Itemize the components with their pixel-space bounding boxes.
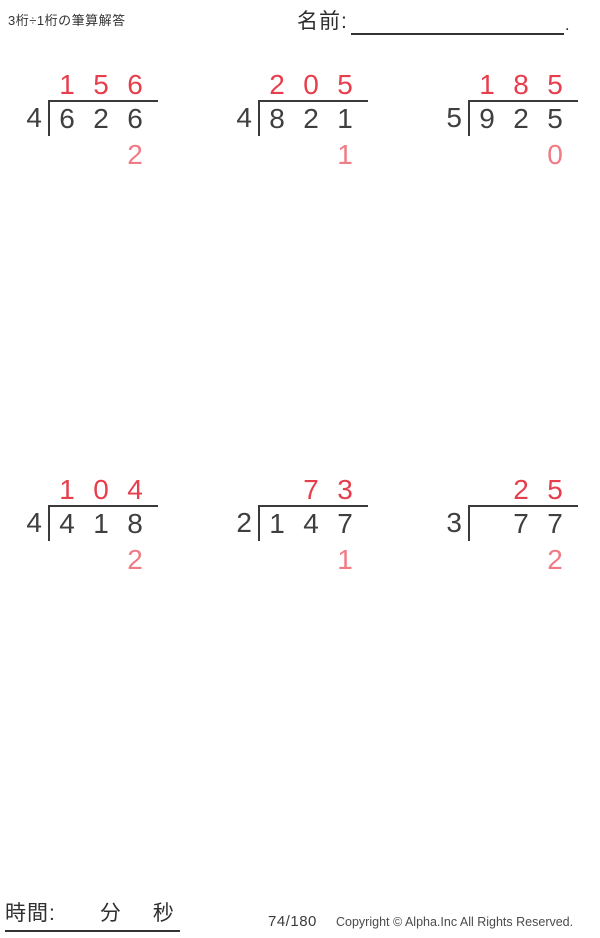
quotient-digit: 0 bbox=[93, 474, 109, 505]
quotient-row: 1 5 6 bbox=[50, 69, 158, 100]
quotient-digit: 5 bbox=[547, 474, 563, 505]
division-body: 3 7 7 bbox=[438, 505, 578, 541]
remainder: 2 bbox=[547, 544, 563, 575]
division-body: 5 9 2 5 bbox=[438, 100, 578, 136]
time-label: 時間: bbox=[5, 902, 56, 925]
dividend-digit: 7 bbox=[513, 508, 529, 539]
division-bracket: 9 2 5 bbox=[468, 100, 578, 136]
division-bracket: 7 7 bbox=[468, 505, 578, 541]
quotient-digit: 2 bbox=[513, 474, 529, 505]
division-bracket: 8 2 1 bbox=[258, 100, 368, 136]
quotient-digit: 5 bbox=[337, 69, 353, 100]
quotient-digit: 8 bbox=[513, 69, 529, 100]
remainder: 1 bbox=[337, 544, 353, 575]
division-bracket: 6 2 6 bbox=[48, 100, 158, 136]
name-line-period: . bbox=[564, 14, 570, 34]
quotient-digit: 5 bbox=[547, 69, 563, 100]
dividend-digit: 7 bbox=[547, 508, 563, 539]
dividend-digit: 6 bbox=[127, 103, 143, 134]
name-blank-line bbox=[350, 10, 564, 35]
divisor: 4 bbox=[26, 102, 42, 133]
divisor: 4 bbox=[236, 102, 252, 133]
divisor: 2 bbox=[236, 507, 252, 538]
remainder-row: 2 bbox=[50, 139, 158, 170]
divisor: 4 bbox=[26, 507, 42, 538]
remainder-row: 2 bbox=[50, 544, 158, 575]
quotient-row: 7 3 bbox=[260, 474, 368, 505]
remainder: 2 bbox=[127, 544, 143, 575]
quotient-digit: 7 bbox=[303, 474, 319, 505]
division-problem-4: 1 0 4 4 4 1 8 2 bbox=[18, 474, 158, 575]
quotient-digit: 5 bbox=[93, 69, 109, 100]
quotient-digit: 1 bbox=[479, 69, 495, 100]
dividend-digit: 2 bbox=[303, 103, 319, 134]
division-problem-6: 2 5 3 7 7 2 bbox=[438, 474, 578, 575]
copyright-text: Copyright © Alpha.Inc All Rights Reserve… bbox=[336, 915, 574, 929]
quotient-digit: 3 bbox=[337, 474, 353, 505]
division-problem-2: 2 0 5 4 8 2 1 1 bbox=[228, 69, 368, 170]
minutes-label: 分 bbox=[99, 902, 121, 925]
division-bracket: 1 4 7 bbox=[258, 505, 368, 541]
division-body: 4 4 1 8 bbox=[18, 505, 158, 541]
dividend-digit: 1 bbox=[337, 103, 353, 134]
dividend-digit: 9 bbox=[479, 103, 495, 134]
quotient-row: 1 0 4 bbox=[50, 474, 158, 505]
dividend-digit: 2 bbox=[93, 103, 109, 134]
dividend-digit: 8 bbox=[127, 508, 143, 539]
division-body: 4 6 2 6 bbox=[18, 100, 158, 136]
remainder-row: 0 bbox=[470, 139, 578, 170]
name-label: 名前: bbox=[297, 10, 348, 33]
divisor: 5 bbox=[446, 102, 462, 133]
remainder-row: 1 bbox=[260, 139, 368, 170]
quotient-digit: 2 bbox=[269, 69, 285, 100]
division-problem-1: 1 5 6 4 6 2 6 2 bbox=[18, 69, 158, 170]
quotient-row: 2 0 5 bbox=[260, 69, 368, 100]
remainder: 1 bbox=[337, 139, 353, 170]
quotient-digit: 0 bbox=[303, 69, 319, 100]
division-body: 2 1 4 7 bbox=[228, 505, 368, 541]
quotient-digit: 6 bbox=[127, 69, 143, 100]
dividend-digit: 8 bbox=[269, 103, 285, 134]
name-field: 名前: . bbox=[297, 5, 570, 35]
divisor: 3 bbox=[446, 507, 462, 538]
remainder: 0 bbox=[547, 139, 563, 170]
dividend-digit: 5 bbox=[547, 103, 563, 134]
remainder-row: 2 bbox=[470, 544, 578, 575]
quotient-row: 1 8 5 bbox=[470, 69, 578, 100]
quotient-row: 2 5 bbox=[470, 474, 578, 505]
dividend-digit: 1 bbox=[93, 508, 109, 539]
division-problem-3: 1 8 5 5 9 2 5 0 bbox=[438, 69, 578, 170]
dividend-digit: 6 bbox=[59, 103, 75, 134]
dividend-digit: 7 bbox=[337, 508, 353, 539]
quotient-digit: 1 bbox=[59, 69, 75, 100]
remainder: 2 bbox=[127, 139, 143, 170]
page-indicator: 74/180 bbox=[268, 913, 317, 930]
quotient-digit bbox=[260, 475, 294, 505]
page-title: 3桁÷1桁の筆算解答 bbox=[8, 13, 126, 28]
quotient-digit: 1 bbox=[59, 474, 75, 505]
dividend-digit bbox=[470, 507, 504, 541]
division-body: 4 8 2 1 bbox=[228, 100, 368, 136]
seconds-label: 秒 bbox=[152, 902, 174, 925]
time-field: 時間: 分 秒 bbox=[5, 897, 180, 932]
division-bracket: 4 1 8 bbox=[48, 505, 158, 541]
dividend-digit: 1 bbox=[269, 508, 285, 539]
remainder-row: 1 bbox=[260, 544, 368, 575]
division-problem-5: 7 3 2 1 4 7 1 bbox=[228, 474, 368, 575]
quotient-digit: 4 bbox=[127, 474, 143, 505]
dividend-digit: 4 bbox=[303, 508, 319, 539]
dividend-digit: 2 bbox=[513, 103, 529, 134]
quotient-digit bbox=[470, 475, 504, 505]
dividend-digit: 4 bbox=[59, 508, 75, 539]
